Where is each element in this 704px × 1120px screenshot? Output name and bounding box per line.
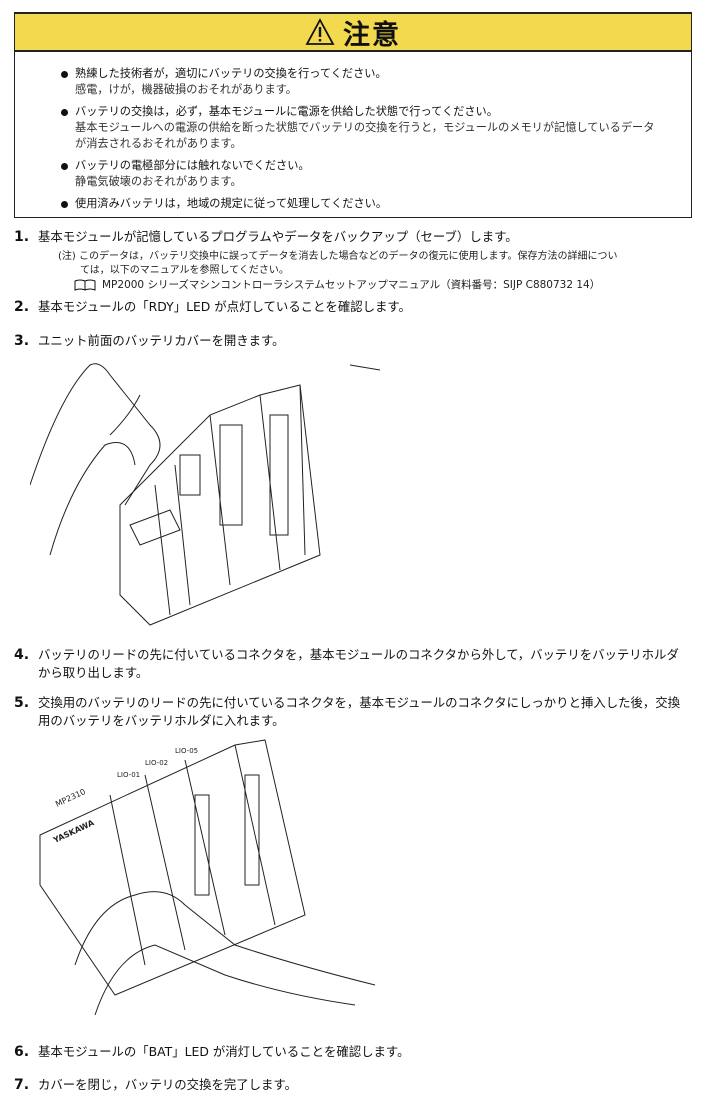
step-1: 1. 基本モジュールが記憶しているプログラムやデータをバックアップ（セーブ）します… bbox=[14, 228, 688, 246]
step-number: 6. bbox=[14, 1044, 30, 1060]
step-4: 4. バッテリのリードの先に付いているコネクタを，基本モジュールのコネクタから外し… bbox=[14, 646, 688, 682]
step-number: 7. bbox=[14, 1077, 30, 1093]
step-number: 4. bbox=[14, 647, 30, 663]
step-5: 5. 交換用のバッテリのリードの先に付いているコネクタを，基本モジュールのコネクタ… bbox=[14, 694, 688, 730]
fig-label: LIO-02 bbox=[145, 759, 168, 767]
step-number: 1. bbox=[14, 229, 30, 245]
caution-item: バッテリの電極部分には触れないでください。静電気破壊のおそれがあります。 bbox=[61, 158, 671, 190]
step-number: 5. bbox=[14, 695, 30, 711]
battery-cover-open-illustration bbox=[30, 363, 381, 626]
note-line: ては，以下のマニュアルを参照してください。 bbox=[80, 265, 289, 276]
step-text: ユニット前面のバッテリカバーを開きます。 bbox=[38, 333, 285, 348]
step-number: 2. bbox=[14, 299, 30, 315]
fig-label: LIO-05 bbox=[175, 747, 198, 755]
caution-item: 熟練した技術者が，適切にバッテリの交換を行ってください。感電，けが，機器破損のお… bbox=[61, 66, 671, 98]
caution-main: 熟練した技術者が，適切にバッテリの交換を行ってください。 bbox=[75, 67, 387, 80]
caution-title: 注意 bbox=[343, 19, 401, 51]
caution-sub: 感電，けが，機器破損のおそれがあります。 bbox=[75, 83, 297, 96]
step-7: 7. カバーを閉じ，バッテリの交換を完了します。 bbox=[14, 1076, 688, 1094]
caution-sub: 基本モジュールへの電源の供給を断った状態でバッテリの交換を行うと，モジュールのメ… bbox=[75, 121, 655, 150]
step-text: バッテリのリードの先に付いているコネクタを，基本モジュールのコネクタから外して，… bbox=[38, 647, 679, 680]
battery-insert-illustration: MP2310 YASKAWA LIO-01 LIO-02 LIO-05 bbox=[39, 739, 376, 1016]
step-text: 基本モジュールが記憶しているプログラムやデータをバックアップ（セーブ）します。 bbox=[38, 229, 518, 244]
manual-book-icon bbox=[74, 279, 96, 291]
step-text: 交換用のバッテリのリードの先に付いているコネクタを，基本モジュールのコネクタにし… bbox=[38, 695, 681, 728]
caution-item: 使用済みバッテリは，地域の規定に従って処理してください。 bbox=[61, 196, 671, 212]
caution-item: バッテリの交換は，必ず，基本モジュールに電源を供給した状態で行ってください。基本… bbox=[61, 104, 671, 152]
warning-triangle-icon bbox=[305, 18, 335, 45]
fig-label: YASKAWA bbox=[51, 818, 96, 845]
fig-label: LIO-01 bbox=[117, 771, 140, 779]
step-3: 3. ユニット前面のバッテリカバーを開きます。 bbox=[14, 332, 688, 350]
step-6: 6. 基本モジュールの「BAT」LED が消灯していることを確認します。 bbox=[14, 1043, 688, 1061]
step-2: 2. 基本モジュールの「RDY」LED が点灯していることを確認します。 bbox=[14, 298, 688, 316]
caution-main: バッテリの交換は，必ず，基本モジュールに電源を供給した状態で行ってください。 bbox=[75, 105, 498, 118]
step-text: 基本モジュールの「RDY」LED が点灯していることを確認します。 bbox=[38, 299, 411, 314]
caution-box: 注意 熟練した技術者が，適切にバッテリの交換を行ってください。感電，けが，機器破… bbox=[14, 12, 692, 218]
manual-reference: MP2000 シリーズマシンコントローラシステムセットアップマニュアル（資料番号… bbox=[102, 279, 601, 291]
step-1-note: (注) このデータは，バッテリ交換中に誤ってデータを消去した場合などのデータの復… bbox=[58, 250, 617, 292]
caution-header: 注意 bbox=[15, 14, 691, 52]
caution-main: バッテリの電極部分には触れないでください。 bbox=[75, 159, 310, 172]
step-number: 3. bbox=[14, 333, 30, 349]
step-text: カバーを閉じ，バッテリの交換を完了します。 bbox=[38, 1077, 297, 1092]
step-text: 基本モジュールの「BAT」LED が消灯していることを確認します。 bbox=[38, 1044, 410, 1059]
caution-sub: 静電気破壊のおそれがあります。 bbox=[75, 175, 242, 188]
caution-main: 使用済みバッテリは，地域の規定に従って処理してください。 bbox=[75, 197, 388, 210]
fig-label: MP2310 bbox=[54, 787, 87, 809]
note-line: (注) このデータは，バッテリ交換中に誤ってデータを消去した場合などのデータの復… bbox=[58, 251, 618, 262]
